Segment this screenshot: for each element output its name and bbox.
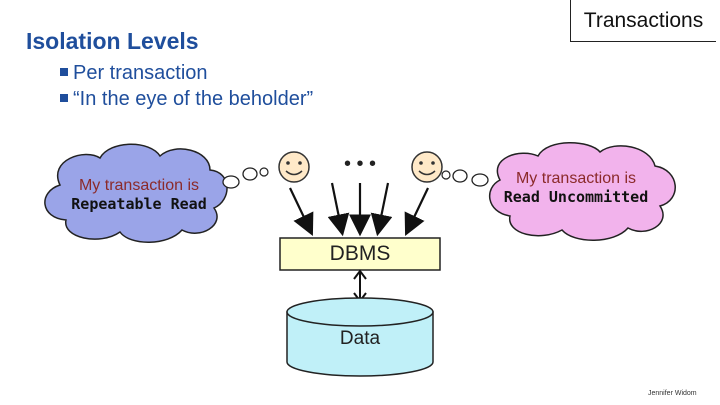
thought-bubble-small [441, 170, 451, 180]
left-cloud-text: My transaction is Repeatable Read [44, 176, 234, 214]
arrow [370, 182, 393, 237]
author-credit: Jennifer Widom [648, 390, 697, 397]
arrow [404, 187, 429, 236]
ellipsis-dots: • • • [344, 153, 376, 175]
cloud-line: My transaction is [515, 170, 637, 187]
thought-bubble-small [452, 169, 468, 183]
thought-bubble-small [222, 175, 240, 189]
user-smiley-icon [278, 151, 310, 183]
thought-bubble-small [242, 167, 258, 181]
isolation-level-label: Read Uncommitted [503, 188, 649, 206]
left-thought-cloud [44, 143, 228, 243]
section-label: Transactions [570, 0, 716, 42]
bullet-item: Per transaction [60, 60, 313, 86]
dbms-label: DBMS [329, 242, 391, 265]
database-cylinder-icon [286, 297, 434, 377]
thought-bubble-small [471, 173, 489, 187]
right-cloud-text: My transaction is Read Uncommitted [478, 169, 674, 207]
user-smiley-icon [411, 151, 443, 183]
arrow-head-up-icon [353, 269, 367, 280]
isolation-level-label: Repeatable Read [71, 195, 207, 213]
arrow [327, 182, 350, 237]
slide-title: Isolation Levels [26, 28, 199, 54]
bullet-text: “In the eye of the beholder” [73, 88, 314, 110]
thought-bubble-small [259, 167, 269, 177]
cloud-line: My transaction is [78, 177, 200, 194]
dbms-box [279, 237, 441, 271]
data-label: Data [339, 328, 381, 349]
arrow [289, 187, 314, 236]
bullet-text: Per transaction [73, 62, 208, 84]
bullet-item: “In the eye of the beholder” [60, 86, 313, 112]
bullet-list: Per transaction “In the eye of the behol… [60, 60, 313, 112]
right-thought-cloud [488, 142, 676, 241]
